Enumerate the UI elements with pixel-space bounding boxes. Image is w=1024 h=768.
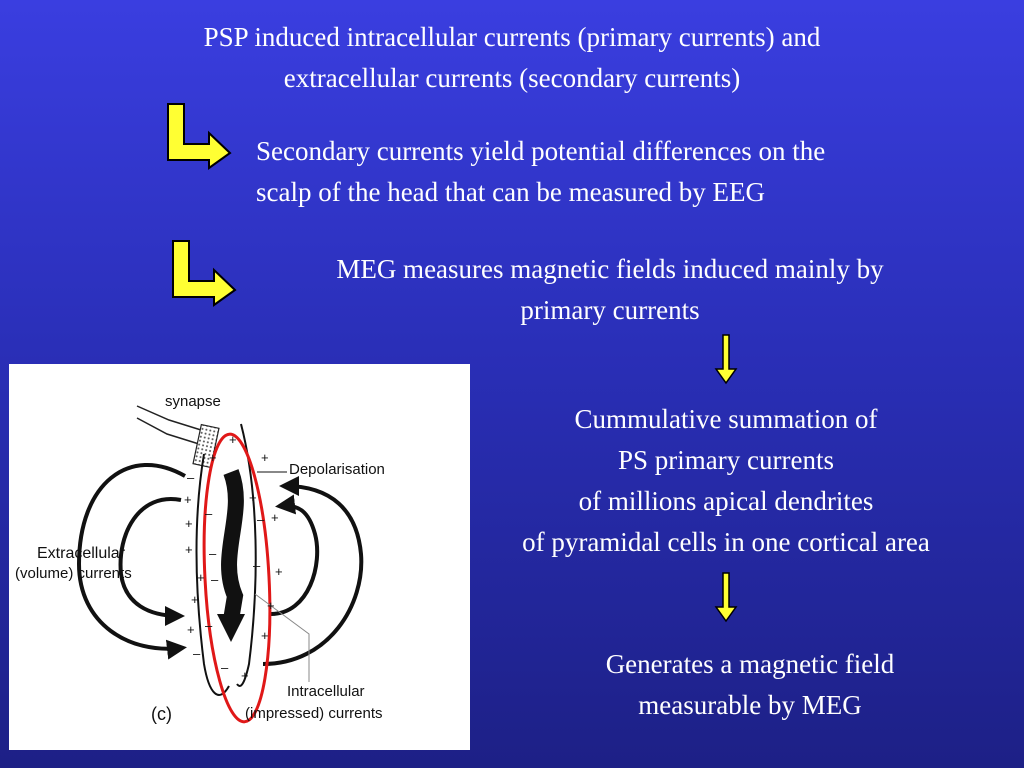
summation-line-3: of millions apical dendrites (578, 486, 874, 516)
generates-line-1: Generates a magnetic field (605, 649, 895, 679)
dendrite-current-diagram: + + + + + + + + + + + + + + + – – – – – … (9, 364, 470, 750)
generates-field-text: Generates a magnetic field measurable by… (540, 644, 960, 726)
minus-sign: – (205, 618, 213, 633)
minus-sign: – (209, 546, 217, 561)
plus-sign: + (185, 516, 193, 531)
plus-sign: + (229, 432, 237, 447)
axon-line (136, 417, 200, 445)
extracellular-label-line-1: Extracellular (37, 545, 126, 562)
plus-sign: + (209, 450, 217, 465)
minus-sign: – (211, 572, 219, 587)
intracellular-current-arrow (221, 469, 244, 622)
meg-line-1: MEG measures magnetic fields induced mai… (336, 254, 884, 284)
minus-sign: – (257, 512, 265, 527)
plus-sign: + (191, 592, 199, 607)
title-line-1: PSP induced intracellular currents (prim… (203, 22, 821, 52)
plus-sign: + (187, 622, 195, 637)
extracellular-loop-left-outer (76, 463, 187, 660)
panel-label: (c) (151, 704, 172, 724)
secondary-line-1: Secondary currents yield potential diffe… (256, 136, 826, 166)
summation-text: Cummulative summation of PS primary curr… (466, 399, 986, 563)
plus-sign: + (267, 598, 275, 613)
depolarisation-label: Depolarisation (289, 461, 385, 478)
plus-sign: + (261, 628, 269, 643)
summation-line-4: of pyramidal cells in one cortical area (522, 527, 930, 557)
plus-sign: + (197, 570, 205, 585)
plus-sign: + (271, 510, 279, 525)
plus-sign: + (261, 450, 269, 465)
dendrite-wall-left (195, 453, 230, 696)
secondary-line-2: scalp of the head that can be measured b… (256, 177, 766, 207)
down-arrow-icon (714, 334, 738, 385)
meg-line-2: primary currents (520, 295, 700, 325)
axon-line (136, 405, 202, 431)
extracellular-label-line-2: (volume) currents (15, 565, 132, 582)
minus-sign: – (221, 660, 229, 675)
title-line-2: extracellular currents (secondary curren… (283, 63, 741, 93)
extracellular-loop-right-inner (270, 494, 320, 616)
down-arrow-icon (714, 572, 738, 623)
summation-line-2: PS primary currents (618, 445, 834, 475)
charge-signs: + + + + + + + + + + + + + + + – – – – – … (184, 432, 283, 683)
bent-arrow-icon (167, 103, 232, 170)
extracellular-loop-right-outer (262, 476, 364, 666)
slide-title: PSP induced intracellular currents (prim… (0, 17, 1024, 99)
generates-line-2: measurable by MEG (638, 690, 862, 720)
diagram-drawing: + + + + + + + + + + + + + + + – – – – – … (15, 393, 385, 724)
plus-sign: + (241, 668, 249, 683)
plus-sign: + (275, 564, 283, 579)
extracellular-loop-left-inner (118, 497, 185, 626)
bent-arrow-icon (172, 240, 237, 307)
synapse-label: synapse (165, 393, 221, 410)
minus-sign: – (187, 470, 195, 485)
intracellular-label-line-2: (impressed) currents (245, 705, 383, 722)
dendrite-wall-right (236, 423, 257, 687)
intracellular-label-line-1: Intracellular (287, 683, 365, 700)
plus-sign: + (249, 490, 257, 505)
plus-sign: + (185, 542, 193, 557)
minus-sign: – (205, 506, 213, 521)
highlight-ellipse (202, 432, 272, 724)
minus-sign: – (253, 558, 261, 573)
summation-line-1: Cummulative summation of (574, 404, 878, 434)
secondary-currents-note: Secondary currents yield potential diffe… (256, 131, 825, 213)
plus-sign: + (184, 492, 192, 507)
meg-note: MEG measures magnetic fields induced mai… (250, 249, 970, 331)
minus-sign: – (193, 646, 201, 661)
intracellular-leader (254, 593, 310, 682)
intracellular-arrowhead (217, 614, 245, 642)
